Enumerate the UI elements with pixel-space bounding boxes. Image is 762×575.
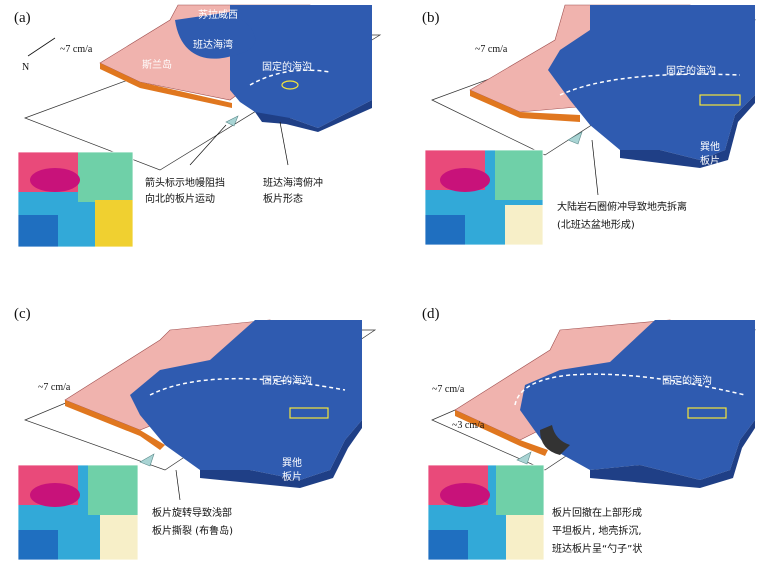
panel-a-slab-face [255,100,372,132]
panel-d-trench-line [514,373,746,406]
panel-d-slab-1: 巽他 [694,524,714,537]
panel-a: (a) 苏拉威西 班达海湾 斯兰岛 固定的海沟 ~7 cm/a N [14,4,382,248]
panel-a-yellow-outline [281,80,299,90]
panel-c-velocity: ~7 cm/a [38,382,71,393]
panel-d-trench-label: 固定的海沟 [662,374,712,387]
panel-b-slab-1: 巽他 [700,140,720,153]
panel-a-leader-left [189,124,227,166]
panel-b: (b) 固定的海沟 ~7 cm/a 巽他 板片 大陆岩石圈俯冲导致地壳拆离 (北… [422,4,757,246]
panel-b-edge [470,90,580,122]
panel-c-leader [175,469,181,501]
panel-a-sumbawa-label: 苏拉威西 [198,8,238,21]
panel-b-leader [591,139,599,196]
panel-a-north-label: N [22,62,29,73]
panel-a-motion-arrow [225,115,239,127]
panel-a-trench-line [249,69,331,86]
panel-d-caption-3: 班达板片呈“勺子”状 [552,542,642,555]
panel-a-caption-right-1: 班达海湾俯冲 [263,176,323,189]
panel-c-ocean-plate [130,320,362,480]
panel-c-motion-arrow [139,453,155,467]
panel-a-banda-label: 班达海湾 [193,38,233,51]
panel-c-trench-line [149,377,346,396]
panel-c-label: (c) [14,306,31,322]
panel-d-dark-slab [540,425,570,455]
panel-d-velocity: ~7 cm/a [432,384,465,395]
panel-b-inset-map [424,149,544,246]
panel-b-caption-2: (北班达盆地形成) [557,218,635,231]
panel-c-caption-2: 板片撕裂 (布鲁岛) [152,524,233,537]
panel-c-edge [65,400,165,450]
panel-d-inset-map [427,464,545,561]
panel-a-trench-label: 固定的海沟 [262,60,312,73]
panel-a-edge [100,63,232,108]
panel-c-slab-2: 板片 [282,470,302,483]
panel-d-slab-face [590,420,755,488]
panel-b-velocity: ~7 cm/a [475,44,508,55]
panel-d: (d) 固定的海沟 ~7 cm/a ~3 cm/a 巽他 板片 板片回撤在上部形… [422,306,757,561]
panel-a-caption-left-2: 向北的板片运动 [145,192,215,205]
panel-a-ocean-plate [230,5,372,128]
panel-c: (c) 固定的海沟 ~7 cm/a 巽他 板片 板片旋转导致浅部 板片撕裂 (布… [14,306,377,561]
panel-b-trench-label: 固定的海沟 [666,64,716,77]
panel-d-yellow-outline [687,407,727,419]
panel-a-timor-label: 斯兰岛 [142,58,172,71]
panel-b-label: (b) [422,10,440,26]
panel-a-caption-right-2: 板片形态 [263,192,303,205]
panel-c-yellow-outline [289,407,329,419]
panel-b-motion-arrow [567,131,583,145]
panel-a-velocity: ~7 cm/a [60,44,93,55]
panel-d-edge [455,410,548,456]
panel-d-ocean-plate [520,320,755,480]
panel-a-inset-map [17,151,134,248]
panel-b-caption-1: 大陆岩石圈俯冲导致地壳拆离 [557,200,687,213]
panel-d-slab-2: 板片 [694,540,714,553]
panel-d-motion-arrow [516,451,532,465]
panel-c-slab-face [200,420,362,488]
panel-a-label: (a) [14,10,31,26]
panel-b-trench-line [559,73,741,96]
panel-a-north-arrow [27,37,56,57]
panel-a-caption-left-1: 箭头标示地幔阻挡 [145,176,225,189]
panel-d-caption-2: 平坦板片, 地壳拆沉, [552,524,642,537]
panel-a-banda-lobe [175,12,256,59]
panel-c-trench-label: 固定的海沟 [262,374,312,387]
panel-a-leader-right [279,121,289,166]
panel-d-label: (d) [422,306,440,322]
panel-b-slab-2: 板片 [700,154,720,167]
panel-d-velocity2: ~3 cm/a [452,420,485,431]
panel-c-slab-1: 巽他 [282,456,302,469]
panel-c-caption-1: 板片旋转导致浅部 [152,506,232,519]
panel-b-ocean-plate [548,5,755,160]
panel-d-caption-1: 板片回撤在上部形成 [552,506,642,519]
panel-c-inset-map [17,464,139,561]
panel-b-yellow-outline [699,94,741,106]
